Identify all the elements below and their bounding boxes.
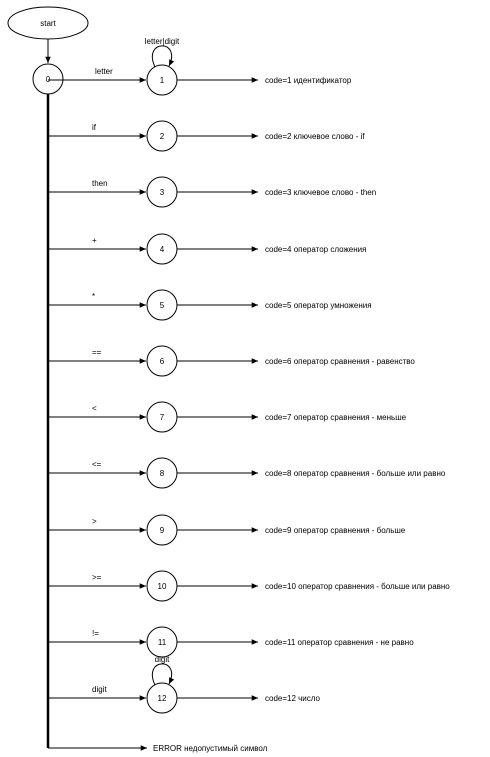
edge-label-12: digit [92,685,107,694]
self-loop-1 [152,45,175,68]
self-loop-12 [152,663,175,686]
result-label-3: code=3 ключевое слово - then [265,188,376,197]
edge-label-6: == [92,348,102,357]
result-label-10: code=10 оператор сравнения - больше или … [265,582,450,591]
result-label-2: code=2 ключевое слово - if [265,132,365,141]
result-label-11: code=11 оператор сравнения - не равно [265,638,414,647]
result-label-7: code=7 оператор сравнения - меньше [265,413,407,422]
result-label-8: code=8 оператор сравнения - больше или р… [265,469,446,478]
result-label-1: code=1 идентификатор [265,76,352,85]
edge-label-5: * [92,292,95,301]
state-3-label: 3 [160,188,165,197]
error-label: ERROR недопустимый символ [153,744,268,753]
edge-label-8: <= [92,460,102,469]
edge-label-1: letter [95,67,113,76]
self-loop-label-1: letter|digit [145,37,180,46]
state-8-label: 8 [160,469,165,478]
result-label-5: code=5 оператор умножения [265,301,372,310]
edge-label-9: > [92,517,97,526]
edge-label-2: if [92,123,97,132]
state-7-label: 7 [160,413,165,422]
result-label-6: code=6 оператор сравнения - равенство [265,357,415,366]
state-9-label: 9 [160,526,165,535]
state-11-label: 11 [158,638,167,647]
start-label: start [40,19,56,28]
state-10-label: 10 [158,582,167,591]
transitions-group: letter 1 letter|digit code=1 идентификатор i… [48,37,450,714]
self-loop-label-12: digit [155,655,170,664]
state-12-label: 12 [158,694,167,703]
edge-label-11: != [92,629,99,638]
result-label-4: code=4 оператор сложения [265,245,366,254]
state-2-label: 2 [160,132,165,141]
state-5-label: 5 [160,301,165,310]
edge-label-4: + [92,236,97,245]
result-label-9: code=9 оператор сравнения - больше [265,526,406,535]
state-4-label: 4 [160,245,165,254]
edge-label-10: >= [92,573,102,582]
edge-label-7: < [92,404,97,413]
edge-label-3: then [92,179,108,188]
result-label-12: code=12 число [265,694,321,703]
state-6-label: 6 [160,357,165,366]
state-1-label: 1 [160,76,165,85]
